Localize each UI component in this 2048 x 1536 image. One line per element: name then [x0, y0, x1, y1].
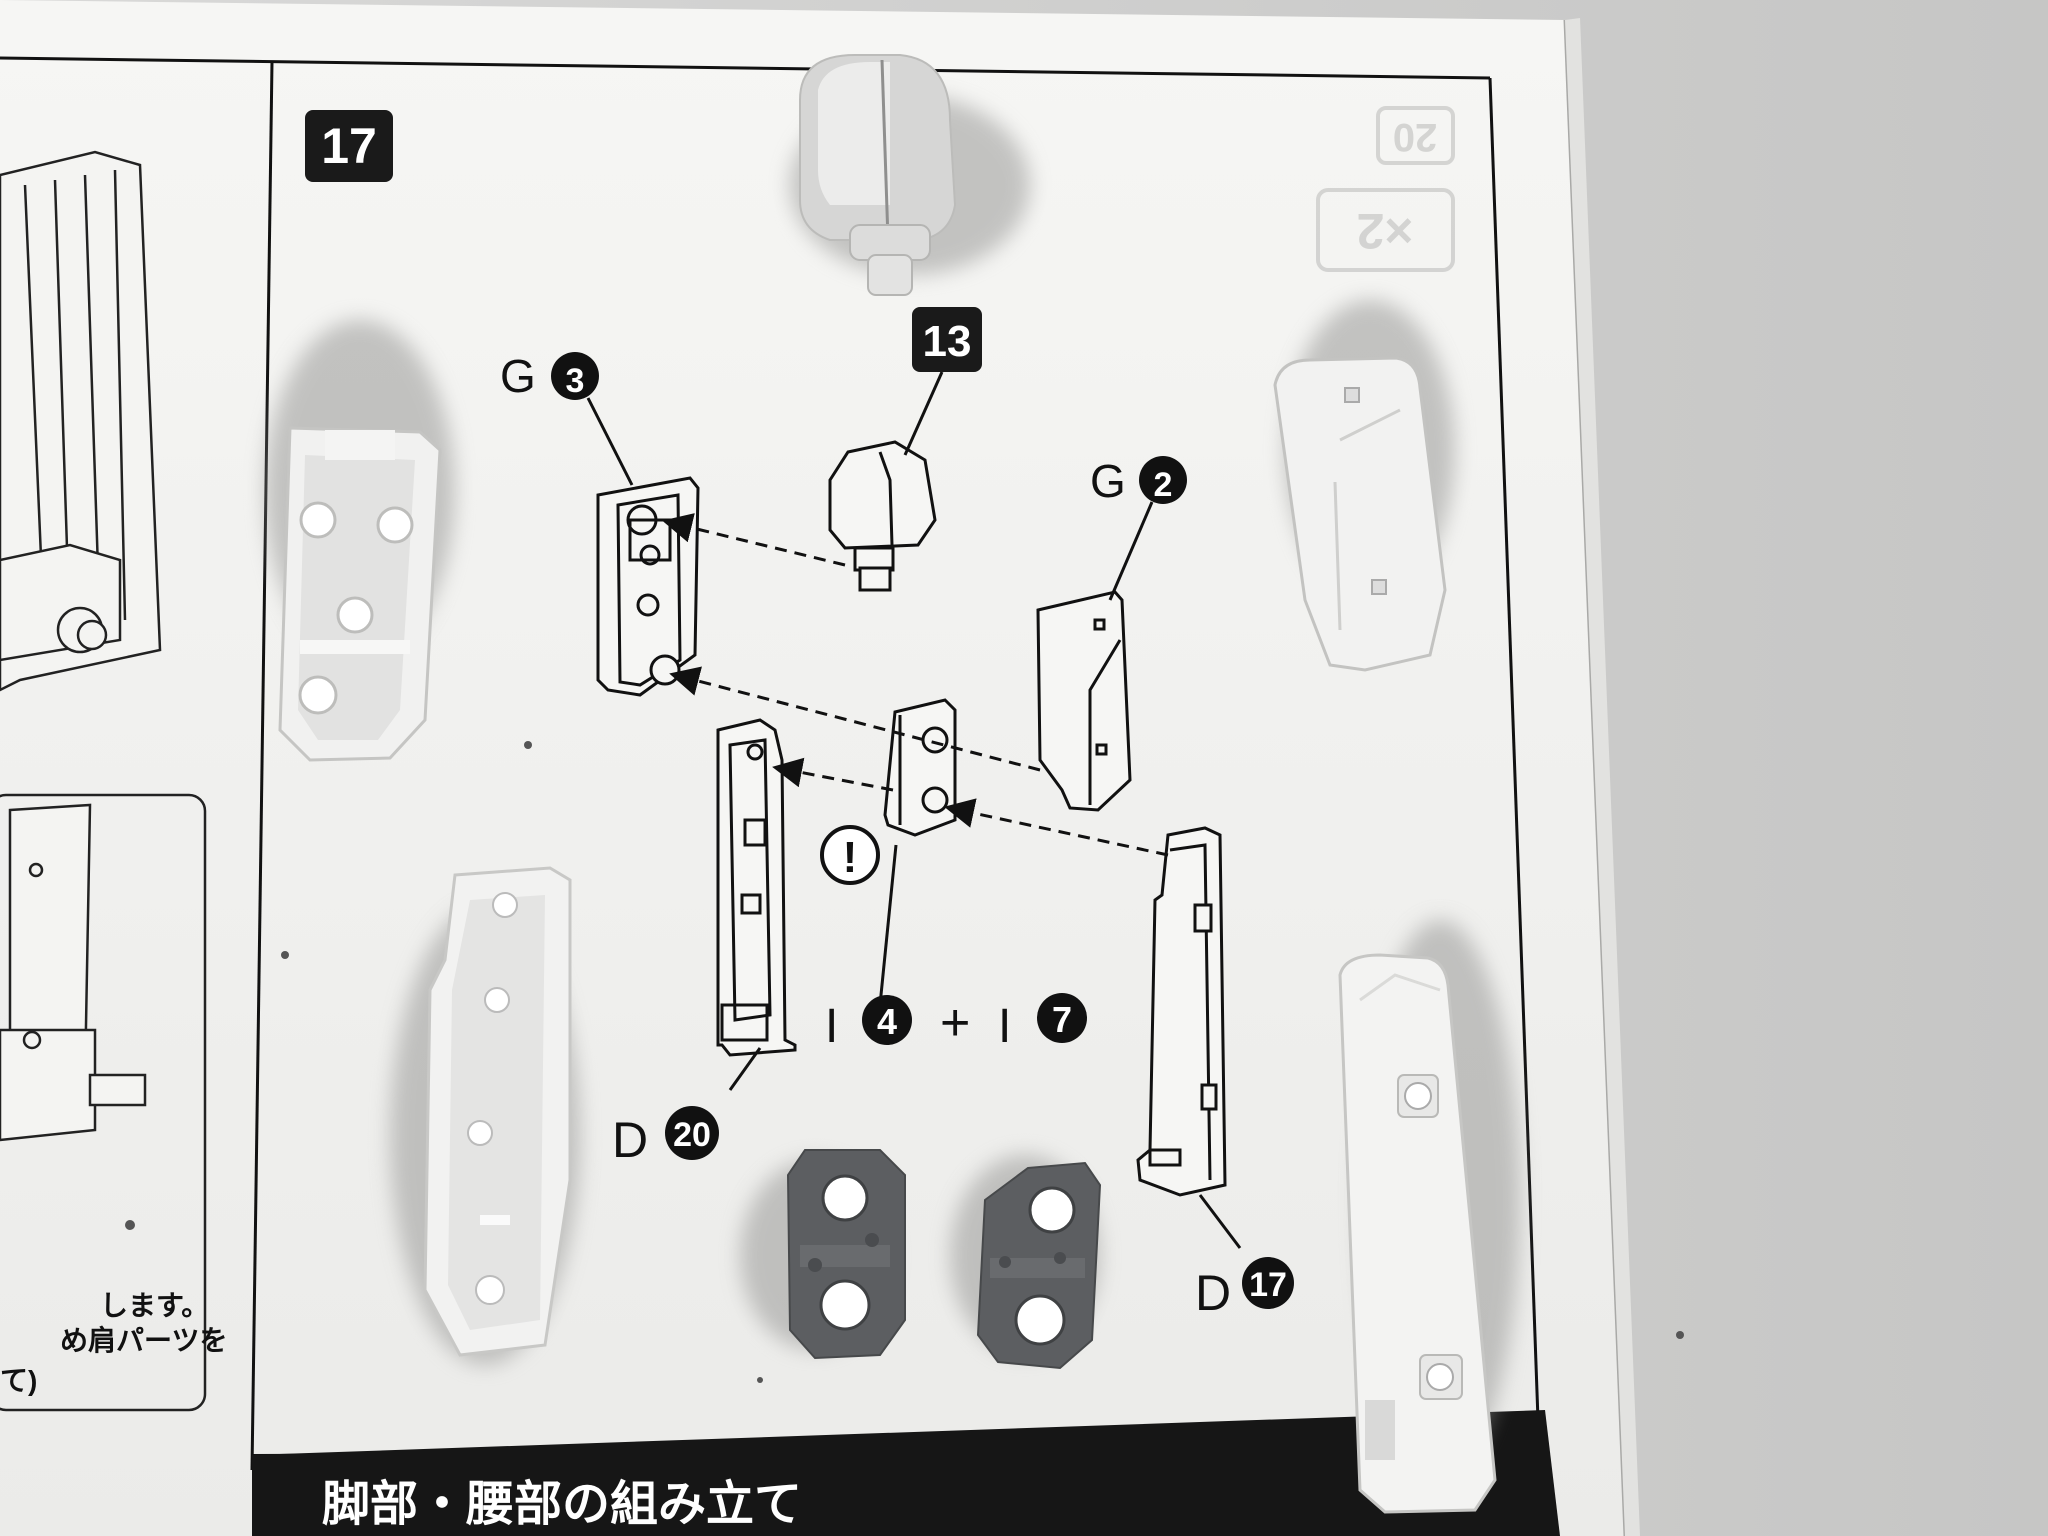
plastic-part-tall-right: [1338, 953, 1497, 1514]
label-i4-plus-i7: I 4 + I 7: [825, 993, 1087, 1053]
svg-text:D: D: [1195, 1265, 1231, 1321]
note-line-2: め肩パーツを: [60, 1324, 227, 1356]
svg-text:17: 17: [1249, 1266, 1287, 1304]
note-line-1: します。: [100, 1290, 209, 1321]
warning-mark: !: [820, 825, 880, 885]
plastic-part-gray-right: [976, 1161, 1102, 1370]
svg-text:I: I: [825, 1000, 838, 1053]
plastic-part-armor-right: [1273, 356, 1447, 672]
plastic-part-frame-long: [423, 866, 572, 1357]
svg-text:2: 2: [1154, 466, 1173, 504]
label-d20: D 20: [612, 1106, 719, 1168]
svg-text:7: 7: [1052, 999, 1072, 1040]
svg-text:3: 3: [566, 362, 585, 400]
arrow-g2-to-g3: [669, 666, 1041, 772]
part-13-drawing: [828, 440, 937, 592]
arrow-13-to-g3: [662, 513, 846, 567]
section-title: 脚部・腰部の組み立て: [322, 1478, 802, 1531]
part-g2-drawing: [1036, 590, 1132, 812]
debris-specks: [125, 741, 1684, 1383]
label-g3: G 3: [500, 350, 599, 402]
svg-text:17: 17: [321, 118, 377, 174]
note-line-3: て): [0, 1365, 37, 1396]
label-g2: G 2: [1090, 455, 1187, 507]
diagram-parts: [596, 440, 1227, 1197]
svg-text:D: D: [612, 1112, 648, 1168]
part-d17-drawing: [1136, 826, 1227, 1197]
assembly-arrows: [662, 513, 1169, 857]
show-through-marks: 20 ×2: [1316, 106, 1455, 272]
svg-text:G: G: [1090, 455, 1126, 507]
label-d17: D 17: [1195, 1257, 1294, 1321]
part-g3-drawing: [596, 476, 700, 697]
svg-text:20: 20: [1393, 115, 1438, 159]
arrow-d17-to-i4: [944, 798, 1169, 857]
left-panel-lineart: [0, 150, 207, 1412]
svg-text:×2: ×2: [1356, 203, 1413, 259]
svg-text:+: +: [940, 994, 970, 1052]
svg-text:I: I: [998, 1000, 1011, 1053]
section-title-bar: 脚部・腰部の組み立て: [252, 1410, 1560, 1536]
part-i4-i7-drawing: [883, 698, 957, 837]
plastic-part-gray-left: [786, 1149, 906, 1360]
svg-text:20: 20: [673, 1116, 711, 1154]
part-d20-drawing: [716, 718, 797, 1057]
left-note-text: します。 め肩パーツを て): [0, 1290, 227, 1396]
plastic-part-shoulder-joint: [799, 54, 957, 296]
svg-text:4: 4: [877, 1001, 897, 1042]
step-number-badge: 17: [305, 110, 393, 182]
plastic-part-frame-left: [278, 426, 442, 762]
svg-text:G: G: [500, 350, 536, 402]
label-13-badge: 13: [912, 307, 982, 372]
svg-text:!: !: [843, 833, 858, 882]
svg-text:13: 13: [923, 317, 972, 366]
